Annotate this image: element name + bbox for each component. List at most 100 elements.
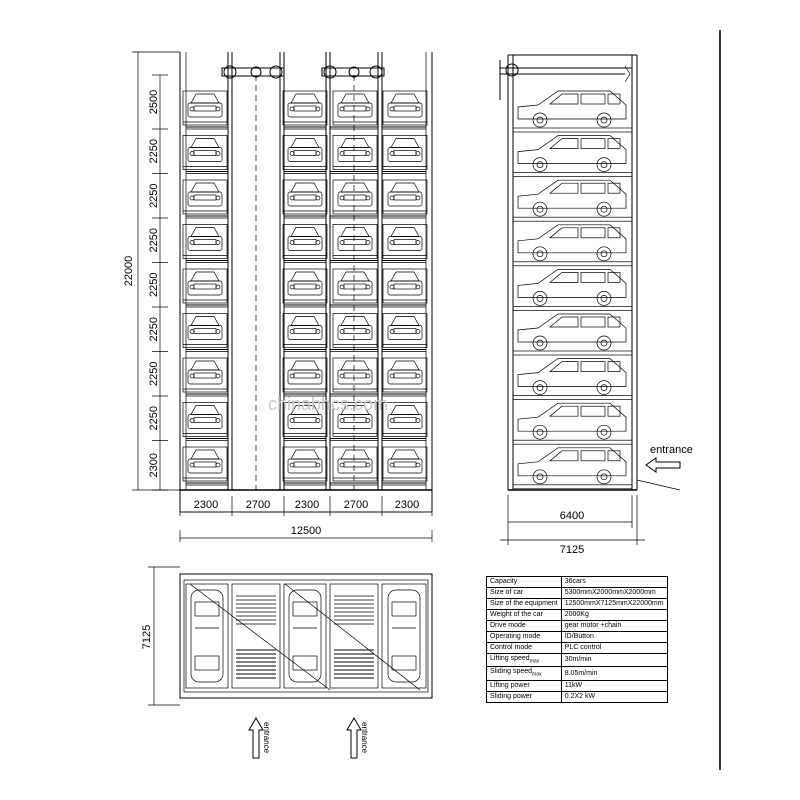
level-height-dim: 2300 [148,453,160,477]
front-car-icon-8-4 [382,402,428,437]
side-car-icon-5 [517,269,627,306]
spec-value: gear motor +chain [560,620,668,632]
front-car-icon-9-1 [182,446,228,482]
spec-value: 5300mmX2000mmX2000mm [560,587,668,599]
drive-mechanism-right [321,65,385,79]
front-car-icon-1-4 [382,90,428,126]
spec-label: Capacity [486,576,562,588]
plan-entrance-arrow-left [248,717,264,759]
front-car-icon-3-2 [282,179,328,215]
column-width-dim: 2300 [194,499,218,511]
spec-label: Weight of the car [486,609,562,621]
front-car-icon-1-2 [282,90,328,126]
side-car-icon-2 [517,135,627,172]
front-car-icon-7-3 [332,357,378,393]
level-height-dim: 2250 [148,273,160,297]
plan-entrance-label-right: entrance [360,722,369,754]
plan-depth-dim: 7125 [141,625,153,649]
column-width-dim: 2700 [344,499,368,511]
plan-view: 7125 entrance entrance [141,566,433,759]
level-height-dim: 2250 [148,139,160,163]
column-width-dim: 2300 [395,499,419,511]
level-height-dim: 2250 [148,228,160,252]
front-car-icon-6-2 [282,313,328,348]
plan-entrance-label-left: entrance [262,722,271,754]
front-car-icon-4-2 [282,224,328,259]
plan-parking-bay-1 [185,583,229,689]
spec-value: 2000Kg [560,609,668,621]
level-height-dim: 2250 [148,317,160,341]
spec-value: ID/Button [560,631,668,643]
spec-label: Sliding power [486,690,562,703]
column-width-dim: 2300 [295,499,319,511]
plan-parking-bay-5 [381,583,427,689]
front-car-icon-6-3 [332,313,378,348]
drive-mechanism-left [221,65,285,79]
side-car-icon-6 [517,313,627,351]
front-car-icon-4-4 [382,224,428,259]
plan-lift-bay-4 [329,583,379,689]
front-car-icon-7-1 [182,357,228,393]
side-car-icon-9 [517,447,627,485]
side-total-width-dim: 7125 [560,544,584,556]
spec-value: 0.2X2 kW [560,690,668,703]
side-inner-width-dim: 6400 [560,510,584,522]
front-car-icon-5-1 [182,268,228,304]
level-height-dim: 2250 [148,406,160,430]
watermark: chinabhcs.com [268,394,388,414]
front-car-icon-9-3 [332,446,378,482]
front-car-icon-1-3 [332,90,378,126]
front-car-icon-2-1 [182,135,228,170]
spec-label: Lifting speedmax [486,652,562,668]
spec-value: 11kW [560,679,668,692]
total-width-dim: 12500 [291,525,322,537]
plan-entrance-arrow-right [346,717,362,759]
side-car-icon-7 [517,358,627,395]
side-car-icon-4 [517,224,627,262]
spec-value: 12500mmX7125mmX22000mm [560,598,668,610]
spec-value: 8.05m/min [560,666,668,681]
level-height-dim: 2250 [148,362,160,386]
total-height-dim: 22000 [123,256,135,287]
side-entrance-arrow [645,457,681,473]
front-car-icon-5-3 [332,268,378,304]
spec-label: Size of car [486,587,562,599]
front-car-icon-7-4 [382,357,428,393]
front-car-icon-6-4 [382,313,428,348]
level-height-dim: 2500 [148,90,160,114]
side-entrance-label: entrance [650,444,693,456]
side-elevation: entrance 6400 7125 [499,54,693,556]
plan-lift-bay-2 [231,583,281,689]
front-car-icon-8-2 [282,402,328,437]
spec-label: Drive mode [486,620,562,632]
level-height-dim: 2250 [148,184,160,208]
front-car-icon-4-1 [182,224,228,259]
front-car-icon-3-3 [332,179,378,215]
side-car-icon-3 [517,179,627,217]
spec-label: Sliding speedmax [486,666,562,681]
spec-label: Control mode [486,642,562,654]
front-car-icon-3-4 [382,179,428,215]
front-car-icon-3-1 [182,179,228,215]
front-elevation: 2300 2700 2300 2700 2300 12500 2500 2250 2250 2… [123,51,433,542]
front-car-icon-9-2 [282,446,328,482]
front-car-icon-7-2 [282,357,328,393]
spec-label: Lifting power [486,679,562,692]
front-car-icon-1-1 [182,90,228,126]
front-car-icon-8-1 [182,402,228,437]
spec-value: 30m/min [560,652,668,668]
side-car-icon-8 [517,402,627,440]
front-car-icon-5-4 [382,268,428,304]
column-width-dim: 2700 [246,499,270,511]
